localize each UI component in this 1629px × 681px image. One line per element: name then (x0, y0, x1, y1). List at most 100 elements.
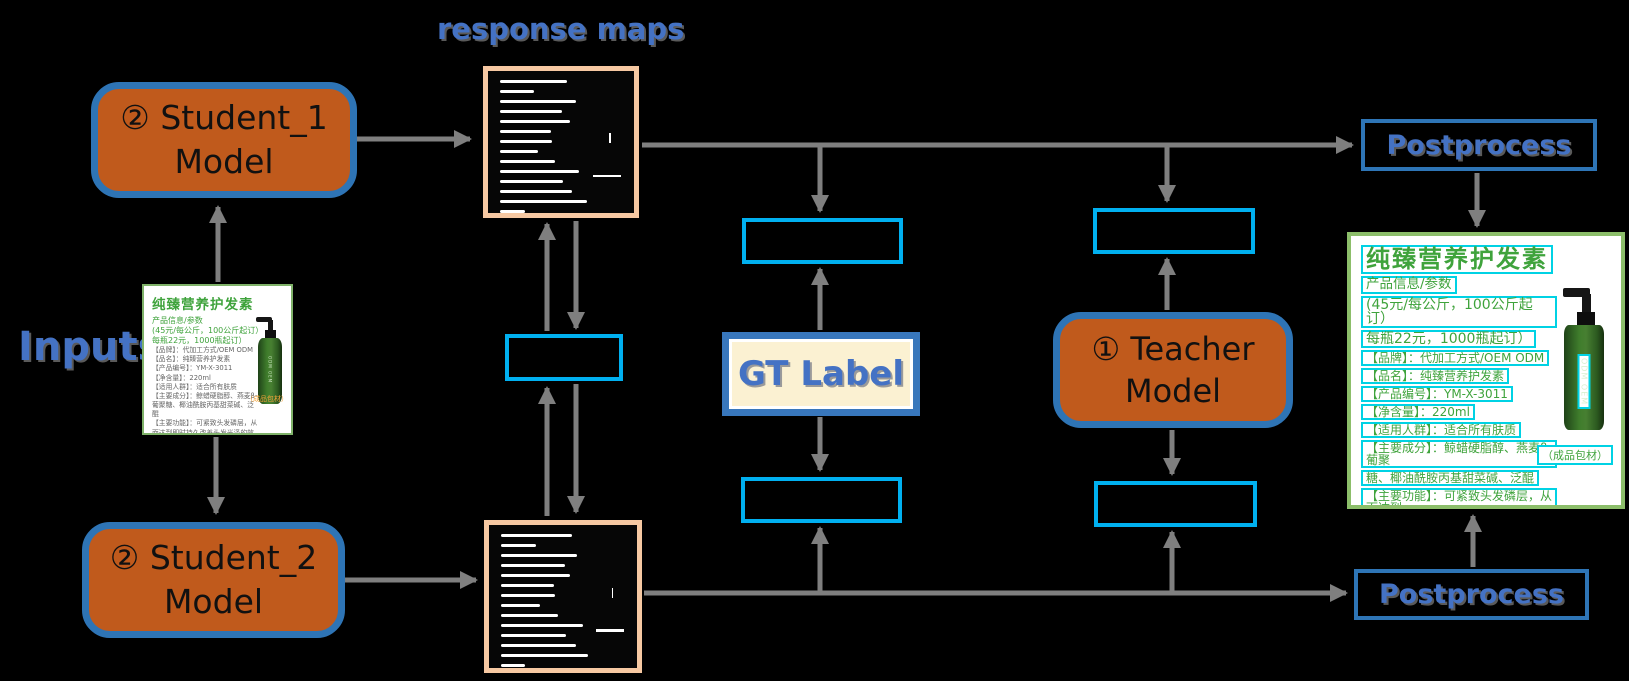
product-bottle-image: ODM OEM (256, 317, 284, 409)
input-card-title: 纯臻营养护发素 (152, 297, 254, 313)
bottle-pump-spout-icon (256, 317, 272, 322)
input-card-spec-line: 【适用人群】：适合所有肤质 (152, 382, 237, 391)
map-text-line (501, 594, 556, 597)
map-text-line (501, 644, 576, 647)
map-text-line (500, 90, 534, 93)
inputs-label: Inputs (18, 324, 162, 370)
input-card-spec-line: 【品牌】：代加工方式/OEM ODM (152, 346, 253, 354)
map-text-line (501, 564, 565, 567)
input-card-spec-line: 【品名】：纯臻营养护发素 (152, 355, 231, 364)
map-text-line (500, 200, 588, 203)
student2-label-line2: Model (163, 582, 264, 621)
result-card-info-line: 产品信息/参数 (1361, 276, 1457, 294)
student1-label-line2: Model (174, 142, 274, 181)
input-product-card: 纯臻营养护发素 产品信息/参数 (45元/每公斤，100公斤起订） 每瓶22元，… (142, 284, 293, 435)
map-text-line (501, 634, 567, 637)
result-card-spec-line: 【产品编号】：YM-X-3011 (1361, 385, 1513, 402)
map-text-line (501, 604, 541, 607)
loss-box-above-gt (742, 218, 903, 264)
input-card-spec-line: 【产品编号】：YM-X-3011 (152, 364, 233, 373)
result-card-info-line: (45元/每公斤，100公斤起订） (1361, 295, 1557, 328)
loss-box-below-teacher (1094, 481, 1257, 527)
map-text-line (500, 190, 573, 193)
result-bottle-collar-icon (1577, 312, 1595, 325)
loss-box-dml-middle (505, 334, 623, 381)
student1-model-node: ② Student_1 Model (91, 82, 357, 198)
loss-box-below-gt (741, 477, 902, 523)
result-bottle-pump-stem-icon (1582, 294, 1591, 312)
student2-label-line1: ② Student_2 (109, 538, 318, 578)
map-artifact-mark (609, 133, 611, 144)
result-card-spec-line: 【适用人群】：适合所有肤质 (1361, 421, 1522, 438)
map-text-line (501, 584, 555, 587)
bottle-body-icon: ODM OEM (258, 338, 282, 404)
result-bottle-label-text: ODM OEM (1577, 354, 1591, 410)
map-text-line (500, 180, 563, 183)
result-bottle-pump-spout-icon (1563, 288, 1590, 297)
response-map-student2 (484, 520, 642, 673)
gt-label-text: GT Label (738, 354, 904, 394)
map-text-line (500, 160, 555, 163)
input-card-price-2: 每瓶22元，1000瓶起订） (152, 336, 247, 345)
result-card-info-line: 每瓶22元，1000瓶起订） (1361, 329, 1537, 348)
map-text-line (501, 614, 559, 617)
result-card-packaging-note: （成品包材） (1537, 445, 1613, 465)
bottle-collar-icon (265, 330, 276, 338)
map-artifact-mark (611, 587, 614, 598)
map-text-line (500, 80, 567, 83)
postprocess-top-node: Postprocess (1361, 119, 1597, 171)
map-text-line (500, 210, 526, 213)
map-text-line (501, 654, 589, 657)
result-bottle-body-icon: ODM OEM (1564, 325, 1604, 430)
postprocess-bottom-label: Postprocess (1379, 579, 1564, 610)
loss-box-above-teacher (1093, 208, 1255, 254)
teacher-label-line2: Model (1124, 372, 1222, 410)
input-card-price-1: (45元/每公斤，100公斤起订） (152, 326, 264, 335)
input-card-spec-list: 【品牌】：代加工方式/OEM ODM【品名】：纯臻营养护发素【产品编号】：YM-… (152, 346, 285, 435)
map-text-line (501, 624, 583, 627)
input-card-packaging-note: （成品包材） (246, 395, 288, 403)
result-card-spec-line: 【净含量】：220ml (1361, 403, 1475, 420)
input-card-subtitle: 产品信息/参数 (152, 316, 203, 325)
response-maps-label: response maps (437, 12, 685, 46)
map-text-line (500, 130, 551, 133)
map-text-line (500, 140, 553, 143)
map-artifact-mark (595, 629, 624, 632)
map-text-line (500, 150, 538, 153)
map-text-line (501, 534, 572, 537)
result-bottle-image: ODM OEM (1561, 288, 1607, 438)
map-artifact-mark (593, 174, 621, 177)
result-card-spec-line: 【主要功能】：可紧致头发磷层，从而达到 (1361, 487, 1557, 505)
ocr-result-card: 纯臻营养护发素 产品信息/参数(45元/每公斤，100公斤起订）每瓶22元，10… (1347, 232, 1625, 509)
bottle-pump-stem-icon (268, 320, 273, 331)
result-card-spec-line: 【品名】：纯臻营养护发素 (1361, 367, 1510, 384)
map-text-line (501, 574, 571, 577)
input-card-spec-line: 【净含量】：220ml (152, 373, 211, 382)
map-text-line (500, 120, 570, 123)
map-text-line (501, 664, 526, 667)
postprocess-top-label: Postprocess (1386, 129, 1572, 161)
map-text-line (500, 110, 562, 113)
result-card-title-row: 纯臻营养护发素 (1361, 244, 1613, 275)
input-card-spec-line: 【主要功能】：可紧致头发磷层，从而达到即时持久改善头发光泽的效果，给干燥的头发足… (152, 419, 258, 435)
map-text-line (501, 554, 578, 557)
map-text-line (500, 100, 577, 103)
result-card-packaging-row: （成品包材） (1537, 444, 1613, 466)
student1-label-line1: ② Student_1 (120, 98, 328, 138)
gt-label-node: GT Label (722, 332, 920, 416)
response-map-student1 (483, 66, 639, 218)
postprocess-bottom-node: Postprocess (1354, 569, 1589, 620)
bottle-label-text: ODM OEM (267, 356, 273, 384)
result-card-spec-line: 糖、椰油酰胺丙基甜菜碱、泛醌 (1361, 469, 1540, 486)
teacher-model-node: ① Teacher Model (1053, 312, 1293, 428)
map-text-line (500, 170, 580, 173)
result-card-spec-line: 【主要成分】：鲸蜡硬脂醇、燕麦β-葡聚 (1361, 439, 1557, 468)
result-card-spec-line: 【品牌】：代加工方式/OEM ODM (1361, 349, 1550, 366)
map-text-line (501, 544, 537, 547)
student2-model-node: ② Student_2 Model (82, 522, 345, 638)
result-card-text-rows: 产品信息/参数(45元/每公斤，100公斤起订）每瓶22元，1000瓶起订）【品… (1361, 275, 1557, 505)
result-card-title: 纯臻营养护发素 (1361, 245, 1553, 275)
input-card-spec-line: 【主要成分】：鲸蜡硬脂醇、燕麦β-葡聚糖、椰油酰胺丙基甜菜碱、泛醌 (152, 391, 258, 419)
